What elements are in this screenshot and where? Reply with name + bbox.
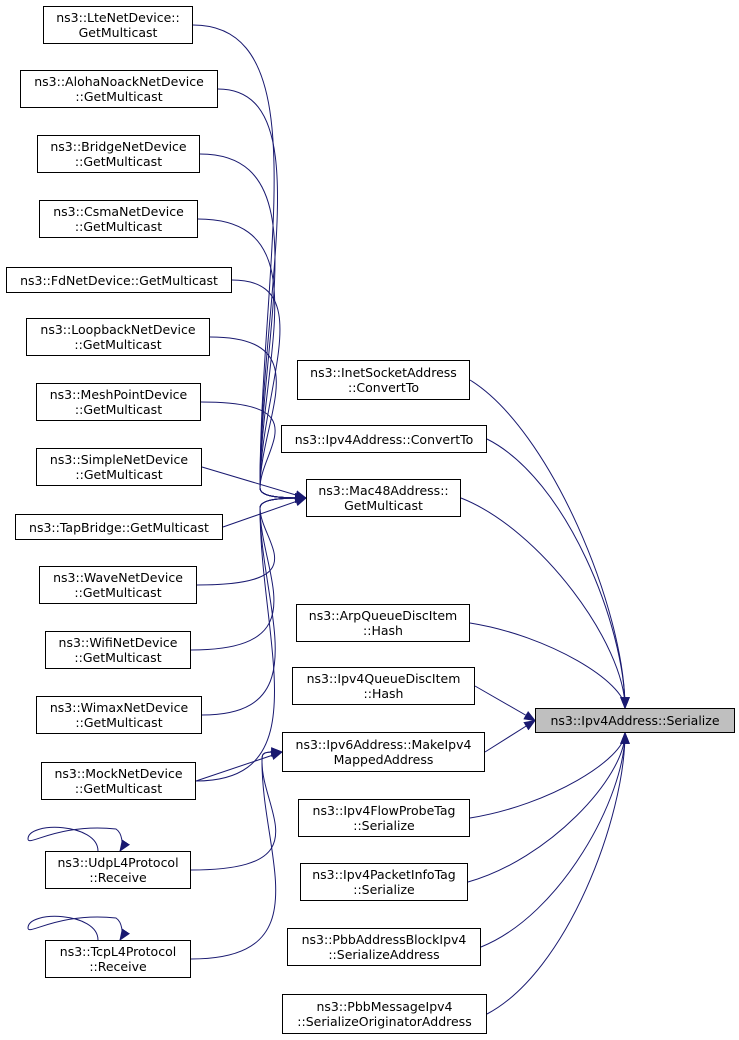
edge-pbbmsg-to-target (486, 731, 630, 1015)
node-label-line: GetMulticast (78, 25, 158, 40)
node-label-line: ::GetMulticast (75, 89, 163, 104)
edge-tapbridge-to-mac48 (222, 497, 308, 528)
edge-flowprobe-to-target (469, 731, 630, 819)
node-label-line: ns3::TcpL4Protocol (59, 944, 177, 959)
node-label-line: ::GetMulticast (74, 650, 162, 665)
node-inetsock[interactable]: ns3::InetSocketAddress::ConvertTo (297, 360, 470, 400)
node-label-line: ::Hash (363, 686, 404, 701)
node-label-line: ::ConvertTo (347, 380, 419, 395)
node-label-line: ::GetMulticast (74, 402, 163, 417)
node-label-line: ns3::CsmaNetDevice (53, 204, 184, 219)
node-label-line: GetMulticast (344, 498, 423, 513)
node-ipv4q[interactable]: ns3::Ipv4QueueDiscItem::Hash (292, 667, 475, 705)
node-pktinfo[interactable]: ns3::Ipv4PacketInfoTag::Serialize (300, 863, 468, 901)
node-label-line: ns3::ArpQueueDiscItem (308, 608, 458, 623)
node-pbbmsg[interactable]: ns3::PbbMessageIpv4::SerializeOriginator… (282, 994, 487, 1034)
node-wave[interactable]: ns3::WaveNetDevice::GetMulticast (39, 566, 197, 604)
node-mac48[interactable]: ns3::Mac48Address::GetMulticast (306, 479, 461, 517)
node-label-line: ::GetMulticast (75, 467, 163, 482)
node-label-line: ::Serialize (353, 818, 415, 833)
node-label-line: ns3::FdNetDevice::GetMulticast (20, 272, 218, 288)
node-label-line: ns3::WaveNetDevice (53, 570, 183, 585)
edge-pktinfo-to-target (467, 731, 630, 883)
edge-simple-to-mac48 (201, 466, 308, 500)
node-mock[interactable]: ns3::MockNetDevice::GetMulticast (41, 762, 196, 800)
edge-tcp-to-tcp (27, 915, 130, 941)
node-bridge[interactable]: ns3::BridgeNetDevice::GetMulticast (37, 135, 200, 173)
node-label-line: ::GetMulticast (74, 337, 162, 352)
edge-ipv4q-to-target (474, 685, 537, 722)
node-label-line: ::GetMulticast (74, 585, 162, 600)
node-label-line: ns3::Ipv4QueueDiscItem (306, 671, 461, 686)
edge-tcp-to-ipv6map (190, 747, 284, 960)
node-label-line: ns3::PbbMessageIpv4 (316, 999, 453, 1014)
node-label-line: ns3::PbbAddressBlockIpv4 (301, 932, 467, 947)
node-label-line: ::GetMulticast (74, 219, 163, 234)
node-label-line: ::Receive (89, 959, 147, 974)
node-label-line: ns3::LoopbackNetDevice (40, 322, 196, 337)
node-pbbaddr[interactable]: ns3::PbbAddressBlockIpv4::SerializeAddre… (287, 928, 481, 966)
node-flowprobe[interactable]: ns3::Ipv4FlowProbeTag::Serialize (298, 799, 470, 837)
node-lte[interactable]: ns3::LteNetDevice::GetMulticast (43, 6, 193, 44)
node-label-line: ns3::BridgeNetDevice (50, 139, 187, 154)
edge-udp-to-udp (27, 826, 130, 852)
node-tcp[interactable]: ns3::TcpL4Protocol::Receive (45, 940, 191, 978)
edge-csma-to-mac48 (197, 218, 308, 503)
node-label-line: ns3::WimaxNetDevice (49, 700, 189, 715)
edge-ipv4conv-to-target (486, 438, 630, 710)
node-label-line: ns3::MeshPointDevice (49, 387, 188, 402)
edge-fd-to-mac48 (231, 279, 308, 503)
edge-meshpoint-to-mac48 (200, 401, 308, 503)
edge-ipv6map-to-target (484, 719, 537, 753)
node-label-line: ::SerializeAddress (328, 947, 440, 962)
node-label-line: ns3::Ipv4Address::Serialize (550, 713, 720, 728)
node-label-line: MappedAddress (333, 752, 434, 767)
edge-arpq-to-target (469, 622, 630, 710)
node-label-line: ns3::Ipv4FlowProbeTag (312, 803, 456, 818)
node-fd[interactable]: ns3::FdNetDevice::GetMulticast (6, 267, 232, 293)
node-label-line: ::Hash (363, 623, 403, 638)
node-label-line: ns3::UdpL4Protocol (57, 855, 179, 870)
node-label-line: ns3::LteNetDevice:: (56, 10, 180, 25)
edge-mock-to-mac48 (195, 493, 308, 782)
node-label-line: ::Serialize (353, 882, 415, 897)
node-label-line: ns3::Ipv6Address::MakeIpv4 (295, 737, 472, 752)
node-label-line: ::Receive (89, 870, 147, 885)
node-simple[interactable]: ns3::SimpleNetDevice::GetMulticast (36, 448, 202, 486)
edge-mac48-to-target (460, 497, 630, 710)
node-label-line: ns3::Ipv4PacketInfoTag (312, 867, 456, 882)
node-label-line: ns3::Ipv4Address::ConvertTo (294, 431, 474, 447)
node-label-line: ns3::MockNetDevice (54, 766, 183, 781)
node-label-line: ns3::InetSocketAddress (310, 365, 457, 380)
edge-udp-to-ipv6map (190, 747, 284, 871)
node-meshpoint[interactable]: ns3::MeshPointDevice::GetMulticast (36, 383, 201, 421)
node-ipv4conv[interactable]: ns3::Ipv4Address::ConvertTo (281, 425, 487, 453)
node-tapbridge[interactable]: ns3::TapBridge::GetMulticast (15, 514, 223, 540)
node-label-line: ns3::TapBridge::GetMulticast (29, 519, 209, 535)
node-wimax[interactable]: ns3::WimaxNetDevice::GetMulticast (36, 696, 202, 734)
edge-mock-to-ipv6map (195, 750, 284, 782)
node-udp[interactable]: ns3::UdpL4Protocol::Receive (45, 851, 191, 889)
edge-inetsock-to-target (469, 379, 630, 710)
node-loopback[interactable]: ns3::LoopbackNetDevice::GetMulticast (26, 318, 210, 356)
node-aloha[interactable]: ns3::AlohaNoackNetDevice::GetMulticast (20, 70, 218, 108)
node-label-line: ::GetMulticast (74, 154, 163, 169)
node-csma[interactable]: ns3::CsmaNetDevice::GetMulticast (39, 200, 198, 238)
node-label-line: ns3::WifiNetDevice (58, 635, 178, 650)
node-target: ns3::Ipv4Address::Serialize (535, 708, 735, 733)
node-label-line: ::GetMulticast (75, 715, 163, 730)
node-label-line: ::SerializeOriginatorAddress (297, 1014, 472, 1029)
node-label-line: ns3::AlohaNoackNetDevice (34, 74, 204, 89)
edge-pbbaddr-to-target (480, 731, 630, 948)
edge-wave-to-mac48 (196, 493, 308, 586)
node-label-line: ns3::Mac48Address:: (318, 483, 449, 498)
node-wifi[interactable]: ns3::WifiNetDevice::GetMulticast (45, 631, 191, 669)
node-label-line: ::GetMulticast (74, 781, 163, 796)
node-label-line: ns3::SimpleNetDevice (49, 452, 189, 467)
node-arpq[interactable]: ns3::ArpQueueDiscItem::Hash (296, 604, 470, 642)
